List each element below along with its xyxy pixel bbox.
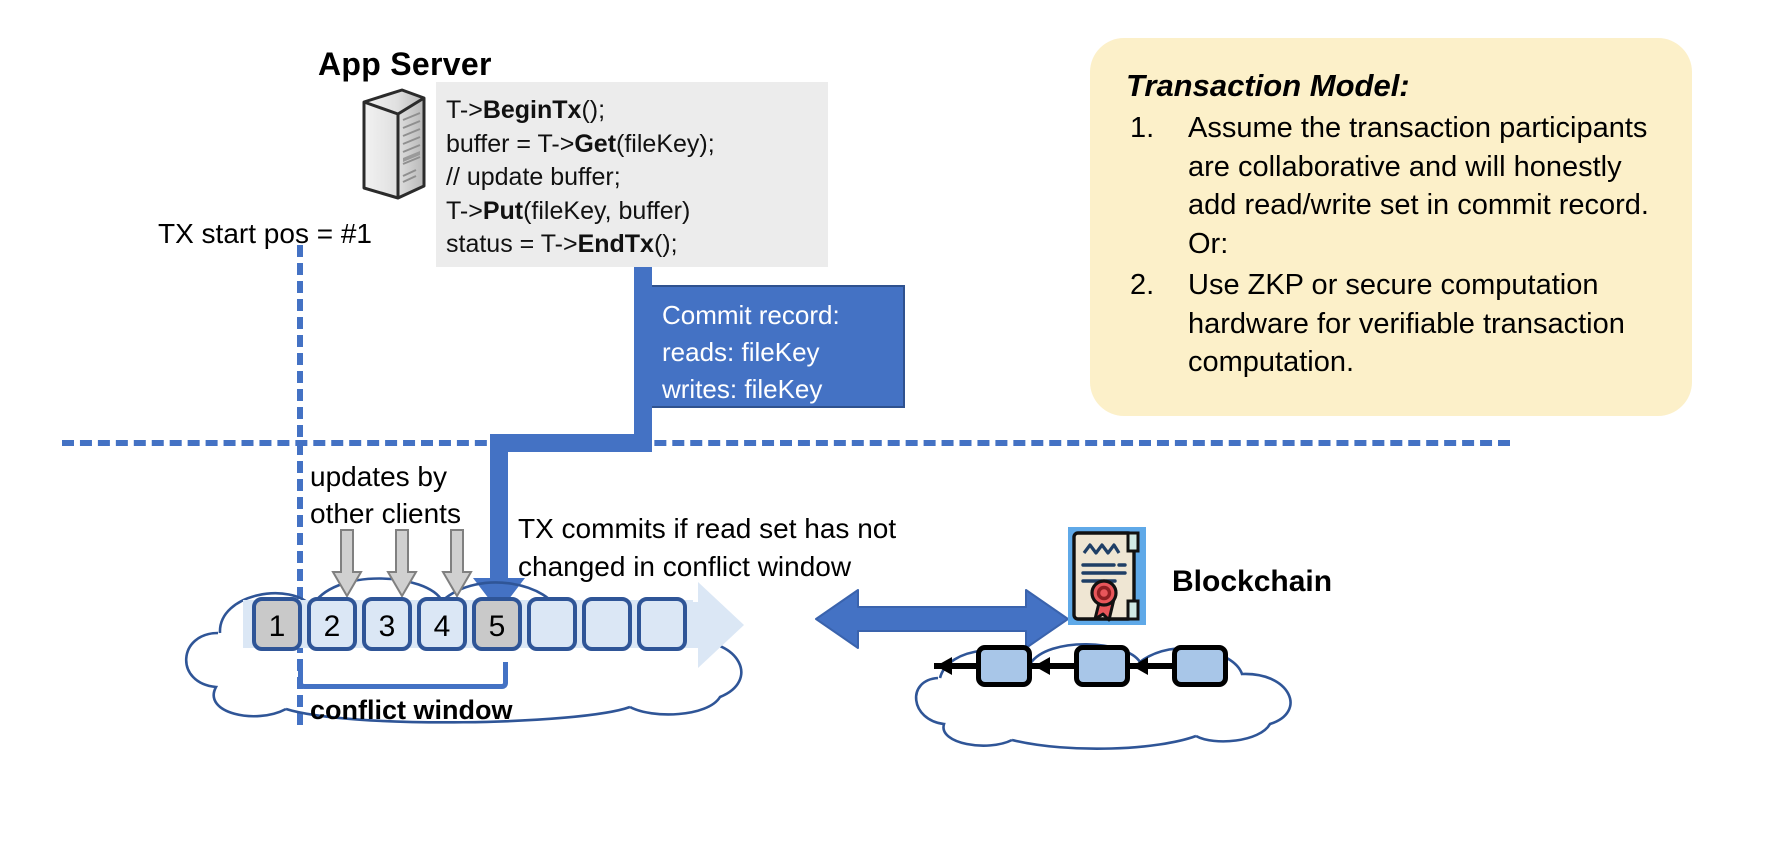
log-slot[interactable] xyxy=(527,597,577,651)
commit-flow-arrow-segment xyxy=(634,267,652,452)
log-slot[interactable] xyxy=(637,597,687,651)
log-slot[interactable] xyxy=(582,597,632,651)
commit-record-writes: writes: fileKey xyxy=(662,374,823,404)
conflict-window-bracket xyxy=(298,662,508,689)
updates-by-other-clients-label: updates by other clients xyxy=(310,458,461,532)
tx-commits-note-line1: TX commits if read set has not xyxy=(518,513,897,544)
list-number: 1. xyxy=(1130,112,1155,144)
log-slot[interactable]: 1 xyxy=(252,597,302,651)
commit-record-title: Commit record: xyxy=(662,300,840,330)
log-slot[interactable]: 3 xyxy=(362,597,412,651)
code-line: status = T->EndTx(); xyxy=(446,230,678,258)
certificate-seal-icon xyxy=(1068,527,1146,625)
log-slot[interactable]: 2 xyxy=(307,597,357,651)
blockchain-block[interactable] xyxy=(1172,645,1228,687)
tx-start-pos-label: TX start pos = #1 xyxy=(158,218,372,249)
list-text: Use ZKP or secure computation hardware f… xyxy=(1188,269,1625,378)
update-arrow-icon xyxy=(331,529,363,598)
updates-label-line1: updates by xyxy=(310,461,447,492)
log-slot[interactable]: 4 xyxy=(417,597,467,651)
tx-commits-note-line2: changed in conflict window xyxy=(518,551,852,582)
app-server-title: App Server xyxy=(318,46,492,82)
blockchain-label: Blockchain xyxy=(1172,565,1333,598)
transaction-model-item: 2. Use ZKP or secure computation hardwar… xyxy=(1126,266,1668,382)
code-line: // update buffer; xyxy=(446,163,621,191)
commit-record-box: Commit record: reads: fileKey writes: fi… xyxy=(646,285,905,408)
update-arrow-icon xyxy=(441,529,473,598)
updates-label-line2: other clients xyxy=(310,498,461,529)
transaction-model-title: Transaction Model: xyxy=(1126,68,1410,103)
transaction-model-panel: Transaction Model: 1. Assume the transac… xyxy=(1090,38,1692,416)
code-line: T->BeginTx(); xyxy=(446,96,606,124)
blockchain-block[interactable] xyxy=(976,645,1032,687)
list-number: 2. xyxy=(1130,269,1155,301)
code-snippet-box: T->BeginTx(); buffer = T->Get(fileKey); … xyxy=(436,82,828,267)
layer-separator-dashed-line xyxy=(62,440,1510,446)
update-arrow-icon xyxy=(386,529,418,598)
tx-commits-note: TX commits if read set has not changed i… xyxy=(518,510,896,586)
blockchain-block[interactable] xyxy=(1074,645,1130,687)
server-tower-icon xyxy=(358,88,430,200)
commit-record-reads: reads: fileKey xyxy=(662,337,820,367)
code-line: T->Put(fileKey, buffer) xyxy=(446,196,691,225)
conflict-window-label: conflict window xyxy=(310,695,513,725)
transaction-model-item: 1. Assume the transaction participants a… xyxy=(1126,109,1668,263)
blockchain-link-arrows xyxy=(918,640,1238,701)
log-slot[interactable]: 5 xyxy=(472,597,522,651)
tx-start-dashed-line xyxy=(297,245,303,725)
code-line: buffer = T->Get(fileKey); xyxy=(446,129,715,158)
list-text: Assume the transaction participants are … xyxy=(1188,112,1649,260)
transaction-model-list: 1. Assume the transaction participants a… xyxy=(1090,109,1692,382)
commit-flow-arrow-segment xyxy=(490,434,508,586)
